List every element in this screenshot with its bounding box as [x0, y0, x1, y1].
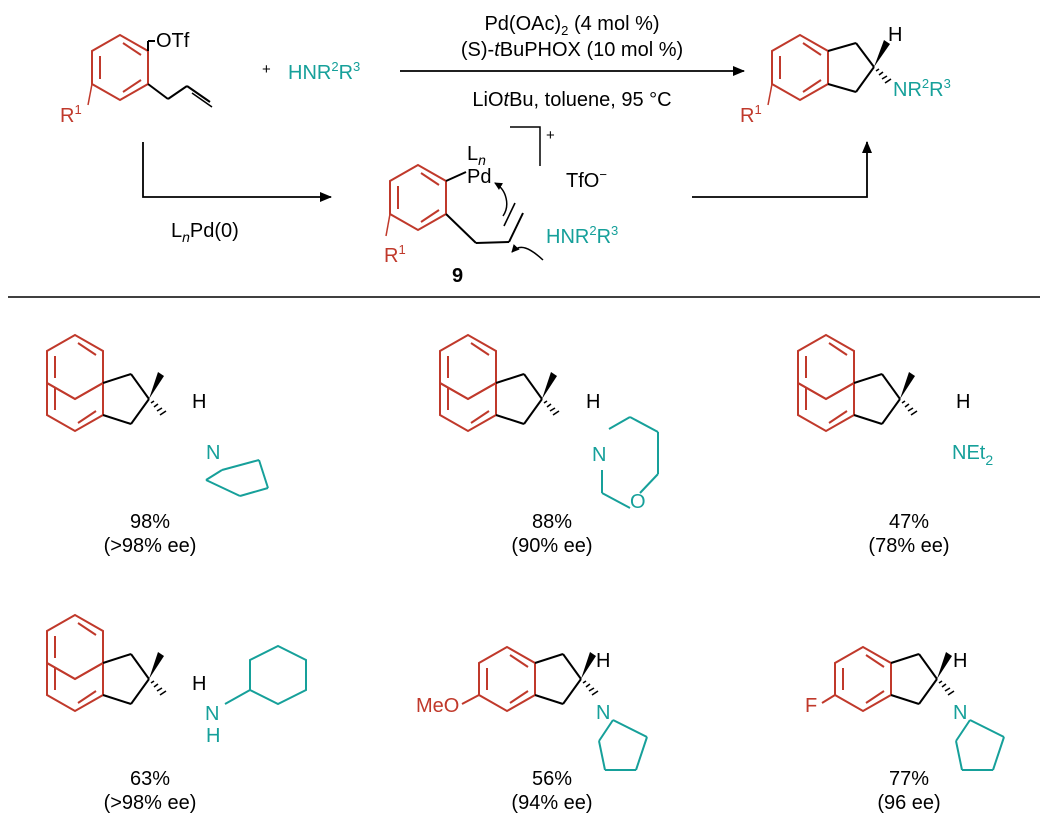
- product-6-yield: 77%: [889, 768, 929, 790]
- product-1-n: N: [206, 442, 220, 464]
- product-4-ee: (>98% ee): [104, 792, 197, 814]
- product-aminoindane: [767, 33, 892, 106]
- condition-base-solvent: LiOtBu, toluene, 95 °C: [472, 89, 671, 111]
- product-5-structure: [461, 645, 648, 771]
- product-3-yield: 47%: [889, 511, 929, 533]
- cyclization-arrow: [692, 141, 872, 198]
- product-3-h: H: [956, 391, 970, 413]
- product-2-h: H: [586, 391, 600, 413]
- product-1-yield: 98%: [130, 511, 170, 533]
- intermediate-bracket: [510, 126, 541, 166]
- sm-r1-label: R1: [60, 102, 82, 127]
- condition-catalyst: Pd(OAc)2 (4 mol %): [484, 13, 659, 38]
- product-4-h: H: [192, 673, 206, 695]
- product-1-h: H: [192, 391, 206, 413]
- plus-sign: +: [262, 61, 271, 78]
- product-r1-label: R1: [740, 102, 762, 127]
- product-5-meo: MeO: [416, 695, 459, 717]
- int-charge-label: +: [546, 127, 555, 144]
- product-4-structure: [46, 613, 307, 713]
- product-5-n: N: [596, 702, 610, 724]
- product-4-n: N: [205, 703, 219, 725]
- product-3-net: NEt2: [952, 442, 993, 468]
- product-6-structure: [821, 645, 1005, 771]
- amine-reagent: HNR2R3: [288, 59, 360, 84]
- int-ln-label: Ln: [467, 143, 486, 168]
- int-tfo-label: TfO−: [566, 167, 607, 192]
- product-4-nh: H: [206, 725, 220, 747]
- product-4-yield: 63%: [130, 768, 170, 790]
- product-h-label: H: [888, 24, 902, 46]
- product-2-ee: (90% ee): [511, 535, 592, 557]
- product-3-ee: (78% ee): [868, 535, 949, 557]
- product-5-ee: (94% ee): [511, 792, 592, 814]
- starting-material: [87, 33, 213, 108]
- condition-ligand: (S)-tBuPHOX (10 mol %): [461, 39, 683, 61]
- product-2-structure: [439, 333, 659, 509]
- product-6-n: N: [953, 702, 967, 724]
- int-pd-label: Pd: [467, 166, 491, 188]
- sm-otf-label: OTf: [156, 30, 190, 52]
- product-1-structure: [46, 333, 269, 497]
- product-6-f: F: [805, 695, 817, 717]
- product-3-structure: [797, 333, 918, 433]
- product-2-n: N: [592, 444, 606, 466]
- product-5-yield: 56%: [532, 768, 572, 790]
- product-6-ee: (96 ee): [877, 792, 940, 814]
- product-5-h: H: [596, 650, 610, 672]
- intermediate-9: [385, 163, 544, 261]
- int-r1-label: R1: [384, 242, 406, 267]
- product-amine-label: NR2R3: [893, 76, 951, 101]
- int-amine-label: HNR2R3: [546, 223, 618, 248]
- intermediate-number: 9: [452, 265, 463, 287]
- pd0-catalyst-label: LnPd(0): [171, 220, 239, 245]
- product-2-o: O: [630, 491, 646, 513]
- oxidative-addition-arrow: [142, 142, 332, 202]
- product-2-yield: 88%: [532, 511, 572, 533]
- product-1-ee: (>98% ee): [104, 535, 197, 557]
- product-6-h: H: [953, 650, 967, 672]
